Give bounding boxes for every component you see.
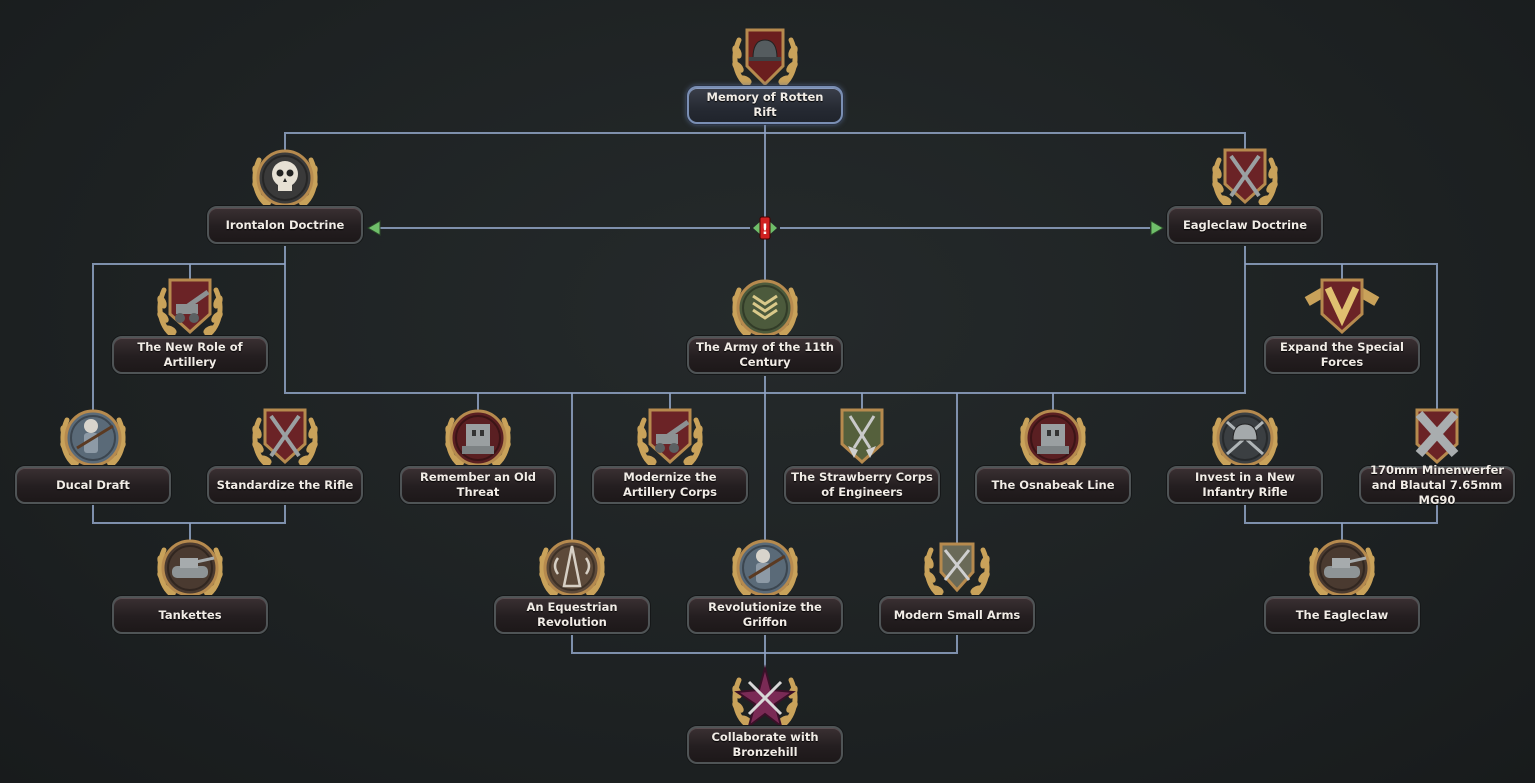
rank-chevrons-icon[interactable]: [723, 272, 807, 348]
focus-label[interactable]: Tankettes: [112, 596, 268, 634]
artillery-icon[interactable]: [628, 402, 712, 478]
focus-infantry-rifle[interactable]: Invest in a New Infantry Rifle: [1167, 402, 1323, 512]
focus-label[interactable]: The Osnabeak Line: [975, 466, 1131, 504]
focus-label[interactable]: Modern Small Arms: [879, 596, 1035, 634]
focus-special-forces[interactable]: Expand the Special Forces: [1264, 272, 1420, 382]
exclusive-marker-label: !: [762, 222, 768, 238]
helmet-rifles-icon[interactable]: [1203, 402, 1287, 478]
star-swords-icon[interactable]: [723, 662, 807, 738]
focus-minenwerfer[interactable]: 170mm Minenwerfer and Blautal 7.65mm MG9…: [1359, 402, 1515, 512]
exclusive-arrow-left: [367, 220, 381, 236]
connector-ducal-draft: [92, 263, 285, 420]
shovel-icon[interactable]: [820, 402, 904, 478]
focus-label[interactable]: Collaborate with Bronzehill: [687, 726, 843, 764]
helmet-icon[interactable]: [723, 22, 807, 98]
focus-irontalon[interactable]: Irontalon Doctrine: [207, 142, 363, 252]
focus-label[interactable]: The New Role of Artillery: [112, 336, 268, 374]
crossed-rifles-icon[interactable]: [1203, 142, 1287, 218]
focus-label[interactable]: Expand the Special Forces: [1264, 336, 1420, 374]
focus-memory[interactable]: Memory of Rotten Rift: [687, 22, 843, 132]
focus-engineers[interactable]: The Strawberry Corps of Engineers: [784, 402, 940, 512]
focus-artillery-role[interactable]: The New Role of Artillery: [112, 272, 268, 382]
focus-mod-artillery[interactable]: Modernize the Artillery Corps: [592, 402, 748, 512]
focus-label[interactable]: Revolutionize the Griffon: [687, 596, 843, 634]
focus-label[interactable]: Ducal Draft: [15, 466, 171, 504]
focus-label[interactable]: Memory of Rotten Rift: [687, 86, 843, 124]
focus-std-rifle[interactable]: Standardize the Rifle: [207, 402, 363, 512]
focus-ducal-draft[interactable]: Ducal Draft: [15, 402, 171, 512]
focus-osnabeak[interactable]: The Osnabeak Line: [975, 402, 1131, 512]
exclusive-marker-icon: [753, 216, 777, 240]
fortress-icon[interactable]: [1011, 402, 1095, 478]
focus-label[interactable]: An Equestrian Revolution: [494, 596, 650, 634]
focus-griffon[interactable]: Revolutionize the Griffon: [687, 532, 843, 642]
focus-label[interactable]: 170mm Minenwerfer and Blautal 7.65mm MG9…: [1359, 463, 1515, 507]
focus-equestrian[interactable]: An Equestrian Revolution: [494, 532, 650, 642]
connector-minenwerfer: [1245, 263, 1438, 420]
soldier-icon[interactable]: [51, 402, 135, 478]
fortress-icon[interactable]: [436, 402, 520, 478]
focus-label[interactable]: The Army of the 11th Century: [687, 336, 843, 374]
crossed-swords-icon[interactable]: [915, 532, 999, 608]
focus-eagleclaw-doc[interactable]: Eagleclaw Doctrine: [1167, 142, 1323, 252]
focus-label[interactable]: The Eagleclaw: [1264, 596, 1420, 634]
focus-old-threat[interactable]: Remember an Old Threat: [400, 402, 556, 512]
radio-tower-icon[interactable]: [530, 532, 614, 608]
v-insignia-icon[interactable]: [1300, 272, 1384, 348]
tank-icon[interactable]: [148, 532, 232, 608]
focus-label[interactable]: Remember an Old Threat: [400, 466, 556, 504]
crossed-rifles-icon[interactable]: [243, 402, 327, 478]
connector-memory-branches: [284, 132, 1246, 160]
tank-icon[interactable]: [1300, 532, 1384, 608]
focus-small-arms[interactable]: Modern Small Arms: [879, 532, 1035, 642]
skull-icon[interactable]: [243, 142, 327, 218]
focus-army11[interactable]: The Army of the 11th Century: [687, 272, 843, 382]
focus-label[interactable]: Modernize the Artillery Corps: [592, 466, 748, 504]
focus-label[interactable]: Invest in a New Infantry Rifle: [1167, 466, 1323, 504]
focus-bronzehill[interactable]: Collaborate with Bronzehill: [687, 662, 843, 772]
soldier-icon[interactable]: [723, 532, 807, 608]
exclusive-arrow-right: [1150, 220, 1164, 236]
focus-label[interactable]: The Strawberry Corps of Engineers: [784, 466, 940, 504]
focus-label[interactable]: Standardize the Rifle: [207, 466, 363, 504]
focus-label[interactable]: Irontalon Doctrine: [207, 206, 363, 244]
focus-label[interactable]: Eagleclaw Doctrine: [1167, 206, 1323, 244]
focus-tankettes[interactable]: Tankettes: [112, 532, 268, 642]
artillery-icon[interactable]: [148, 272, 232, 348]
crossed-guns-icon[interactable]: [1395, 402, 1479, 478]
focus-eagleclaw[interactable]: The Eagleclaw: [1264, 532, 1420, 642]
